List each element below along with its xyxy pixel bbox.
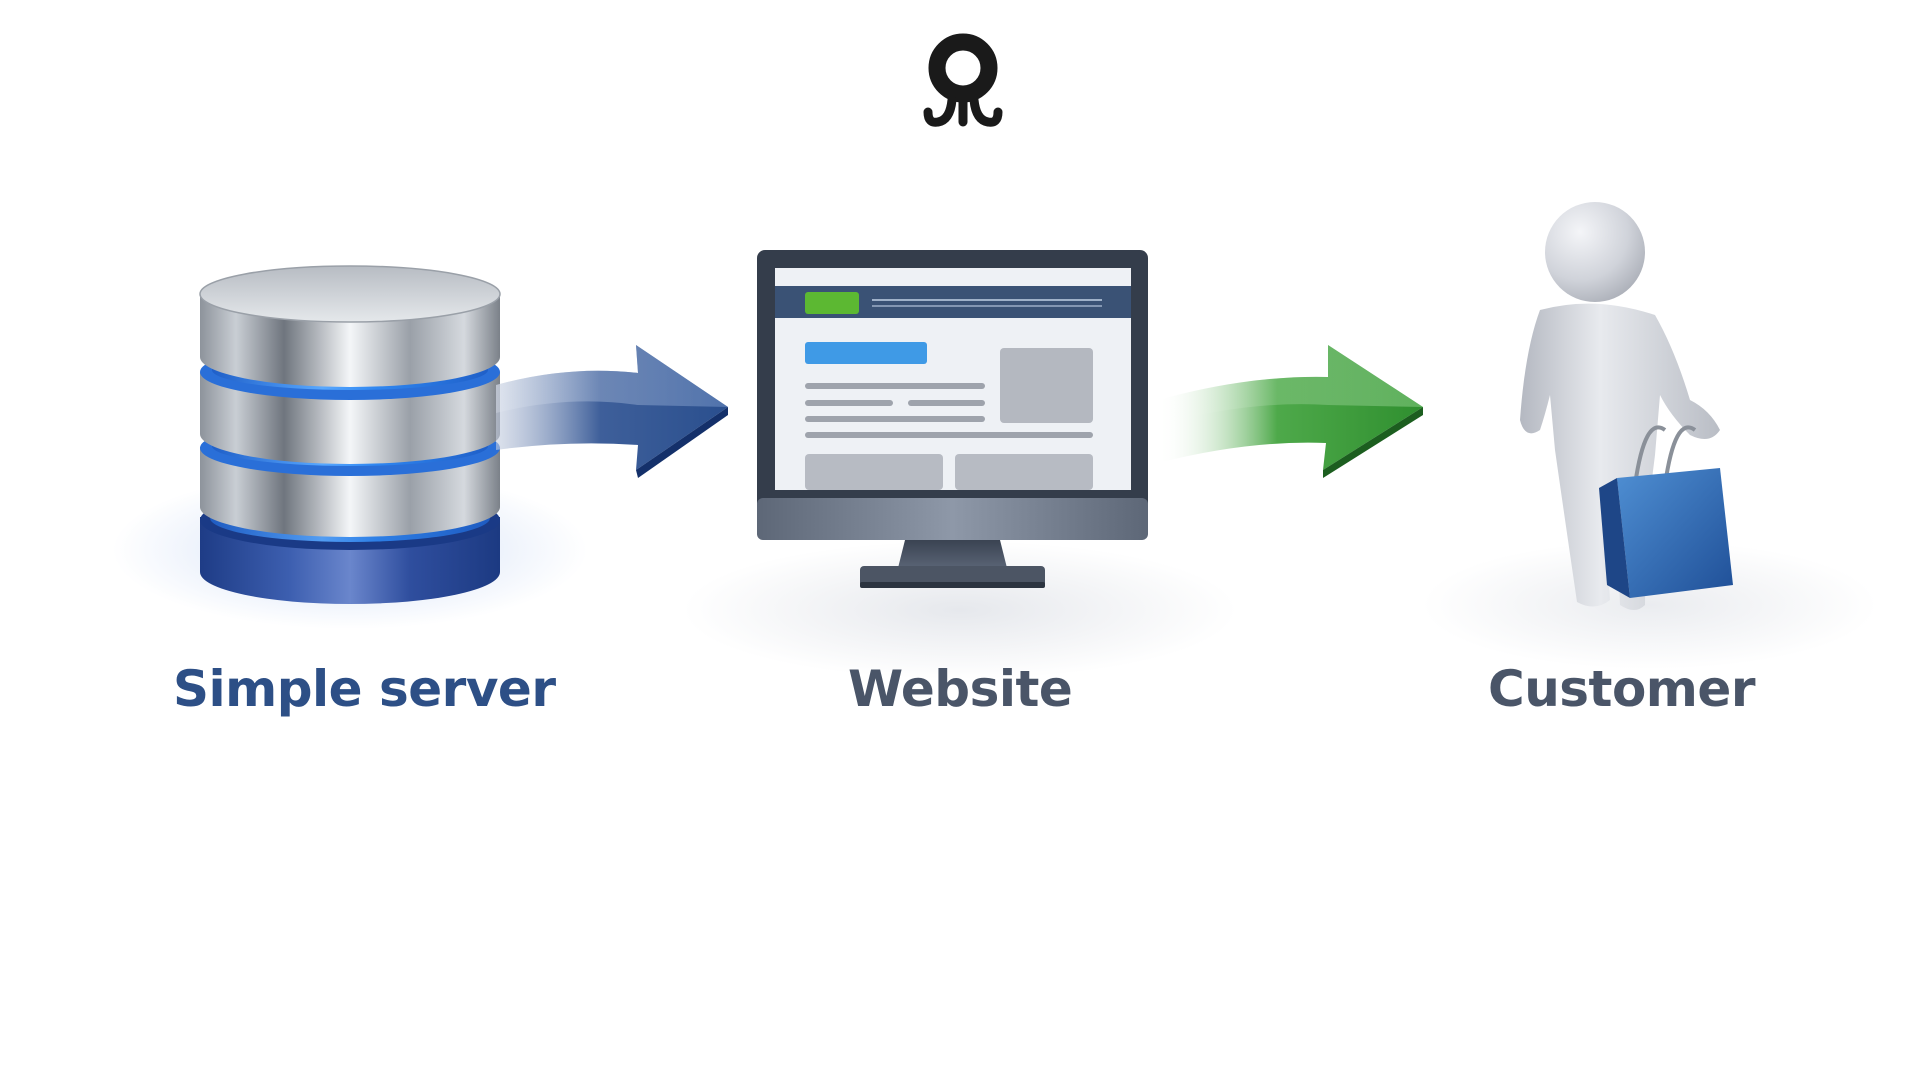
arrow-right-icon <box>1158 345 1423 478</box>
website-logo-button <box>805 292 859 314</box>
person-with-shopping-bag-icon <box>1520 202 1733 610</box>
arrow-right-icon <box>496 345 728 478</box>
website-cta-button <box>805 342 927 364</box>
node-label-customer: Customer <box>1488 660 1755 718</box>
node-label-server: Simple server <box>173 660 556 718</box>
monitor-icon <box>757 250 1148 588</box>
octopus-logo-icon <box>923 33 1003 127</box>
node-label-website: Website <box>848 660 1073 718</box>
database-icon <box>199 265 501 604</box>
